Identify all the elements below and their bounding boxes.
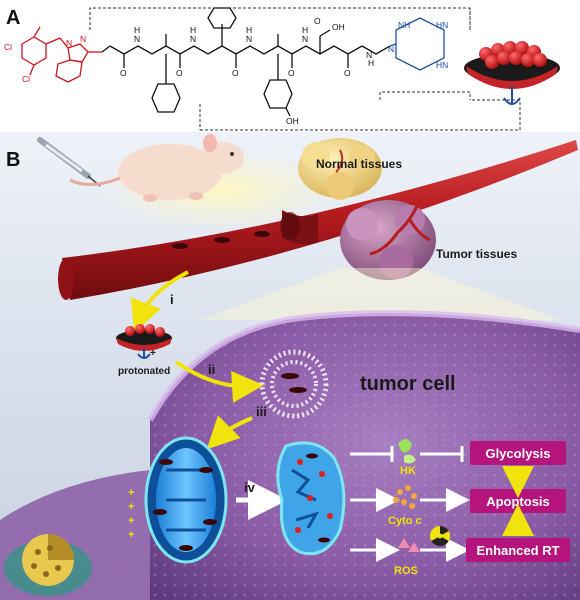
linker-hydrogen: H bbox=[368, 58, 374, 68]
step-ii-label: ii bbox=[208, 362, 215, 377]
molecule-peptide-backbone: O O O O O N N N N H H H H OH OH O H N bbox=[109, 7, 391, 126]
amide-hydrogen-2: H bbox=[190, 25, 196, 35]
step-ii-arrow bbox=[174, 360, 264, 403]
linker-nitrogen: N bbox=[366, 50, 372, 60]
molecule-red-fragment: Cl Cl N N bbox=[4, 26, 111, 84]
radiation-icon bbox=[430, 525, 450, 547]
amide-nitrogen-3: N bbox=[246, 34, 252, 44]
chlorine-atom-2: Cl bbox=[22, 74, 30, 84]
mito-charge-1: + bbox=[128, 487, 134, 499]
hk-label: HK bbox=[400, 465, 416, 477]
outcome-glycolysis: Glycolysis bbox=[470, 441, 566, 465]
pathway-lines bbox=[350, 446, 470, 562]
glycolysis-label: Glycolysis bbox=[485, 446, 550, 461]
carbonyl-oxygen-2: O bbox=[176, 68, 183, 78]
step-iii-label: iii bbox=[256, 404, 267, 419]
zoom-cone bbox=[200, 268, 560, 320]
ros-label: ROS bbox=[394, 565, 418, 577]
ros-icon: ROS bbox=[394, 538, 420, 577]
dashed-frame bbox=[89, 7, 521, 131]
nanoparticle-icon bbox=[464, 41, 560, 105]
enhanced-rt-label: Enhanced RT bbox=[476, 543, 559, 558]
cyclen-nh-1: NH bbox=[398, 20, 410, 30]
nitrogen-atom-1: N bbox=[66, 38, 72, 48]
chlorine-atom-1: Cl bbox=[4, 42, 12, 52]
tumor-cell-label: tumor cell bbox=[360, 373, 456, 395]
amide-hydrogen-3: H bbox=[246, 25, 252, 35]
normal-tissues: Normal tissues bbox=[298, 138, 402, 200]
blood-vessel bbox=[58, 140, 578, 300]
mito-charge-2: + bbox=[128, 501, 134, 513]
carbonyl-oxygen-5: O bbox=[344, 68, 351, 78]
step-iii-arrow bbox=[206, 415, 253, 450]
protonated-nanoparticle: + protonated bbox=[116, 324, 172, 377]
carbonyl-oxygen-1: O bbox=[120, 68, 127, 78]
carbonyl-oxygen-4: O bbox=[288, 68, 295, 78]
outcome-apoptosis: Apoptosis bbox=[470, 489, 566, 513]
outcome-enhanced-rt: Enhanced RT bbox=[466, 538, 570, 562]
amide-nitrogen-1: N bbox=[134, 34, 140, 44]
amide-nitrogen-2: N bbox=[190, 34, 196, 44]
tumor-tissues-label: Tumor tissues bbox=[436, 247, 517, 261]
cyclen-hn-1: HN bbox=[436, 20, 448, 30]
carbonyl-oxygen-3: O bbox=[232, 68, 239, 78]
step-i-arrow bbox=[130, 270, 189, 333]
hydroxyl-group: OH bbox=[286, 116, 299, 126]
mito-charge-4: + bbox=[128, 529, 134, 541]
protonated-label: protonated bbox=[118, 366, 170, 377]
apoptosis-label: Apoptosis bbox=[486, 494, 550, 509]
amide-nitrogen-4: N bbox=[302, 34, 308, 44]
cyto-c-label: Cyto c bbox=[388, 515, 422, 527]
normal-tissues-label: Normal tissues bbox=[316, 157, 402, 171]
mouse-illustration bbox=[69, 134, 340, 230]
nitrogen-atom-2: N bbox=[80, 34, 86, 44]
hk-enzyme-icon: HK bbox=[398, 439, 416, 477]
cyto-c-icon: Cyto c bbox=[388, 485, 422, 527]
amide-hydrogen-1: H bbox=[134, 25, 140, 35]
molecule-cyclen-fragment: NH HN HN N bbox=[388, 17, 448, 71]
step-i-label: i bbox=[170, 292, 174, 307]
cyclen-hn-2: HN bbox=[436, 60, 448, 70]
endocytic-vesicle bbox=[259, 349, 329, 419]
panel-b-letter: B bbox=[6, 149, 20, 171]
step-iv-label: iv bbox=[244, 480, 256, 495]
mitochondrion-damaged bbox=[276, 441, 346, 556]
mito-charge-3: + bbox=[128, 515, 134, 527]
carboxyl-oxygen: O bbox=[314, 16, 321, 26]
tumor-tissues: Tumor tissues bbox=[340, 199, 517, 280]
cyclen-nitrogen: N bbox=[388, 44, 394, 54]
nanoparticle-sphere-icon bbox=[4, 534, 92, 596]
amide-hydrogen-4: H bbox=[302, 25, 308, 35]
mitochondrion-intact: + + + + bbox=[128, 436, 228, 564]
protonated-plus: + bbox=[150, 348, 156, 359]
panel-a-letter: A bbox=[6, 7, 20, 29]
carboxylic-acid-group: OH bbox=[332, 22, 345, 32]
